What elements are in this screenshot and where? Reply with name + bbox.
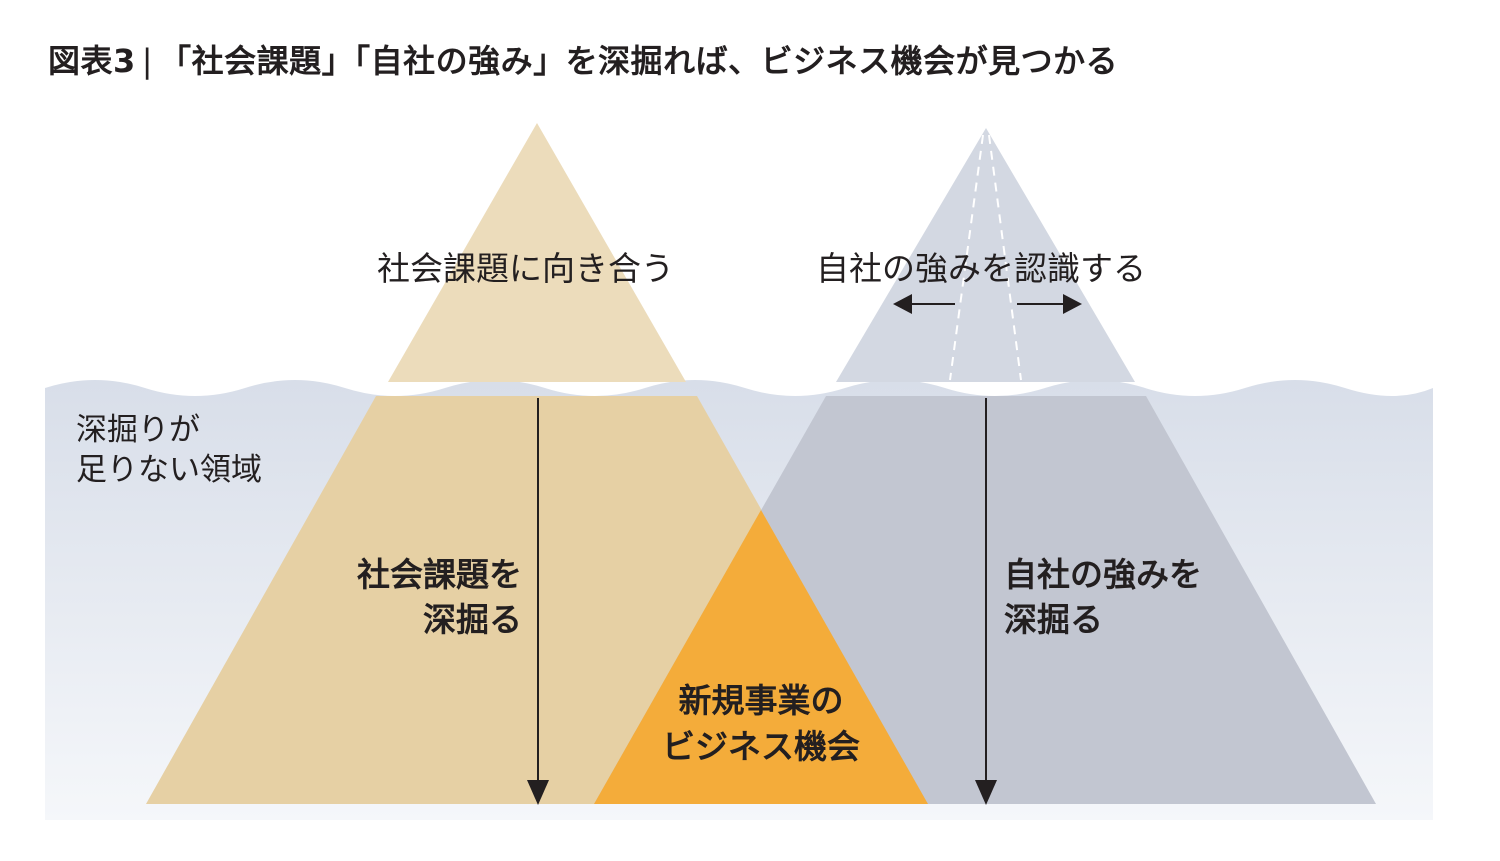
arrow-left-head [893, 294, 912, 314]
strength-iceberg-tip [836, 128, 1135, 382]
arrow-right-head [1063, 294, 1082, 314]
strength-deep-line1: 自社の強みを [1004, 555, 1202, 594]
opportunity-label: 新規事業の ビジネス機会 [641, 678, 881, 770]
opportunity-overlap [594, 510, 928, 804]
opportunity-line2: ビジネス機会 [662, 727, 860, 766]
figure-label: 図表3 [48, 42, 136, 80]
strength-deep-label: 自社の強みを 深掘る [1004, 552, 1202, 642]
shallow-area-label: 深掘りが 足りない領域 [76, 410, 262, 490]
social-top-label: 社会課題に向き合う [377, 249, 674, 288]
figure-title: 図表3|「社会課題」「自社の強み」を深掘れば、ビジネス機会が見つかる [48, 36, 1118, 82]
shallow-area-line2: 足りない領域 [76, 452, 262, 488]
shallow-area-line1: 深掘りが [76, 412, 200, 448]
strength-top-label: 自社の強みを認識する [816, 249, 1146, 288]
social-deep-label: 社会課題を 深掘る [300, 552, 522, 642]
strength-dig-arrow-head [975, 780, 997, 805]
strength-deep-line2: 深掘る [1004, 600, 1103, 639]
opportunity-line1: 新規事業の [678, 681, 844, 720]
social-iceberg-tip [388, 123, 686, 382]
figure-title-text: 「社会課題」「自社の強み」を深掘れば、ビジネス機会が見つかる [159, 42, 1119, 80]
social-deep-line1: 社会課題を [357, 555, 522, 594]
title-separator: | [141, 42, 154, 80]
social-dig-arrow-head [527, 780, 549, 805]
social-deep-line2: 深掘る [423, 600, 522, 639]
